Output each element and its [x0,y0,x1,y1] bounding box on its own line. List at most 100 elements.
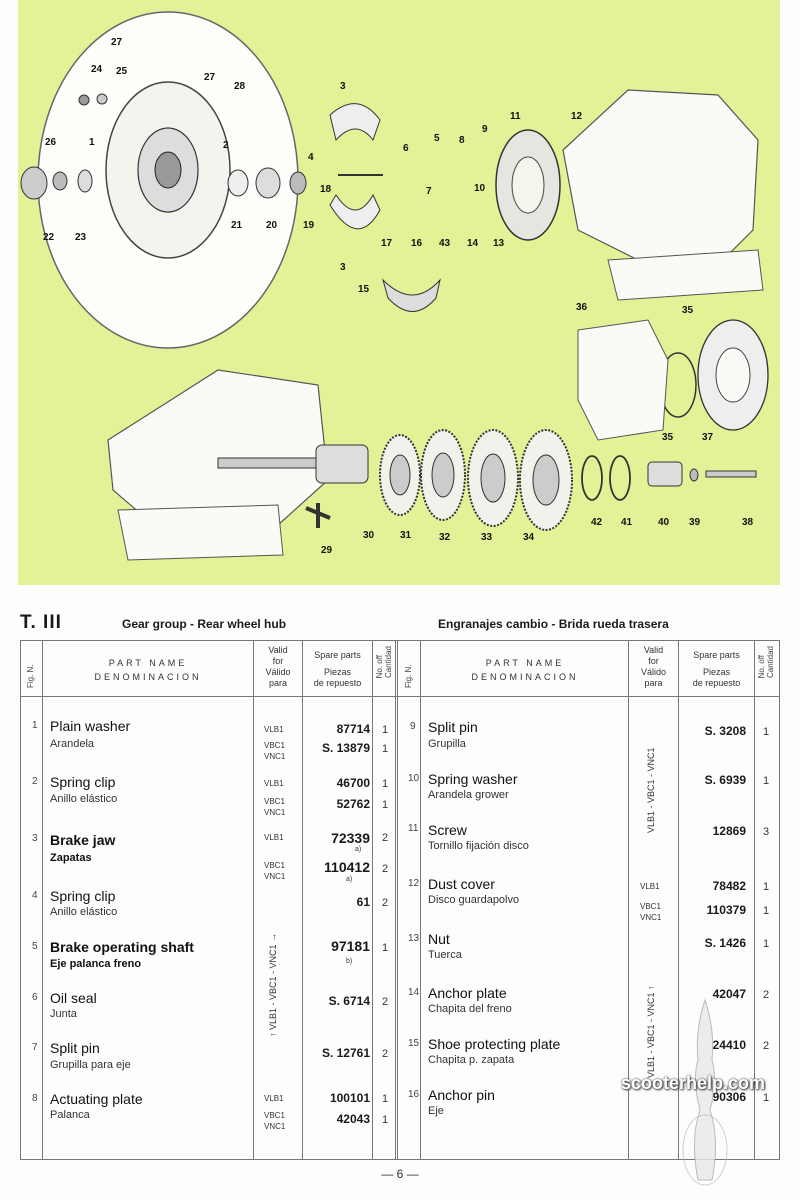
part-name-en: Anchor plate [428,985,507,1001]
part-name-en: Spring clip [50,774,116,790]
callout: 14 [467,238,479,249]
part-name-es: Anillo elástico [50,906,118,918]
part-name-es: Disco guardapolvo [428,894,520,906]
fig-number: 10 [408,773,420,784]
validity-span: ↑ VLB1 - VBC1 - VNC1 → [268,932,278,1038]
fig-number: 12 [408,878,420,889]
valid-model: VLB1 [264,1094,284,1103]
fig-number: 14 [408,987,420,998]
callout: 26 [45,137,57,148]
col-qty: No. offCantidad [757,646,775,679]
brake-shoe-15 [382,278,441,312]
fig-number: 4 [32,890,38,901]
quantity: 1 [762,905,770,917]
callout: 42 [591,517,603,528]
parts-table [20,640,780,1160]
part-name-es: Grupilla [428,738,466,750]
callout: 36 [576,302,588,313]
valid-model: VLB1 [264,779,284,788]
quantity: 2 [381,863,389,875]
fig-number: 1 [32,720,38,731]
quantity: 1 [381,942,389,954]
callout: 43 [439,238,451,249]
callout: 10 [474,183,486,194]
callout: 35 [662,432,674,443]
fig-number: 8 [32,1093,38,1104]
brake-shoe-upper [329,103,381,142]
col-fig: Fig. N. [26,664,35,688]
part-name-en: Screw [428,822,467,838]
callout: 9 [482,124,488,135]
seal-19 [289,171,307,195]
col-valid: Valid for Válido para [640,645,667,688]
divider [372,640,373,1160]
callout: 38 [742,517,754,528]
part-name-en: Plain washer [50,718,131,734]
part-name-en: Nut [428,931,450,947]
footnote-marker: b) [346,958,353,965]
bearing-20 [255,167,281,199]
quantity: 1 [381,778,389,790]
washer-22 [52,171,68,191]
part-name-es: Grupilla para eje [50,1059,131,1071]
part-number: S. 12761 [321,1046,370,1060]
gear-cluster-30 [315,444,369,484]
table-tag: T. III [20,612,62,633]
valid-model: VBC1 [264,1111,285,1120]
divider [42,640,43,1160]
col-qty: No. offCantidad [375,646,393,679]
quantity: 1 [381,724,389,736]
validity-span: ↓ VLB1 - VBC1 - VNC1 ↑ [646,985,656,1085]
quantity: 2 [381,832,389,844]
fig-number: 15 [408,1038,420,1049]
quantity: 2 [762,989,770,1001]
quantity: 2 [762,1040,770,1052]
callout: 30 [363,530,375,541]
quantity: 1 [381,1114,389,1126]
part-number: 72339 [331,830,370,846]
part-number: 78482 [712,879,746,893]
callout: 17 [381,238,393,249]
callout: 33 [481,532,493,543]
callout: 27 [111,37,123,48]
quantity: 1 [762,938,770,950]
part-name-es: Chapita del freno [428,1003,512,1015]
part-number: 97181 [331,938,370,954]
part-name-en: Spring clip [50,888,116,904]
fig-number: 7 [32,1042,38,1053]
clip-41 [609,455,631,501]
divider [754,640,755,1160]
callout: 39 [689,517,701,528]
callout: 24 [91,64,103,75]
quantity: 2 [381,897,389,909]
callout: 8 [459,135,465,146]
cross-29 [305,503,331,528]
callout: 20 [266,220,278,231]
col-part-name: PART NAME DENOMINACION [471,658,579,682]
scooter-logo-icon [682,998,728,1186]
valid-model: VLB1 [640,882,660,891]
part-name-es: Eje [428,1105,444,1117]
title-spanish: Engranajes cambio - Brida rueda trasera [438,617,669,631]
engine-casing-upper [562,89,759,266]
part-name-es: Zapatas [50,852,92,864]
callout: 29 [321,545,333,556]
divider [628,640,629,1160]
footnote-marker: a) [346,876,353,883]
part-number: S. 1426 [704,936,746,950]
gear-shaft [217,457,329,469]
part-number: 46700 [336,776,370,790]
callout: 28 [234,81,246,92]
part-number: 42043 [336,1112,370,1126]
part-name-es: Arandela [50,738,95,750]
valid-model: VNC1 [264,872,286,881]
page-number: — 6 — [381,1167,419,1181]
valid-model: VBC1 [264,861,285,870]
callout: 7 [426,186,432,197]
part-number: 24410 [712,1038,746,1052]
engine-casing-mid [577,319,669,441]
callout: 19 [303,220,315,231]
valid-model: VNC1 [264,1122,286,1131]
fig-number: 13 [408,933,420,944]
part-name-en: Dust cover [428,876,495,892]
